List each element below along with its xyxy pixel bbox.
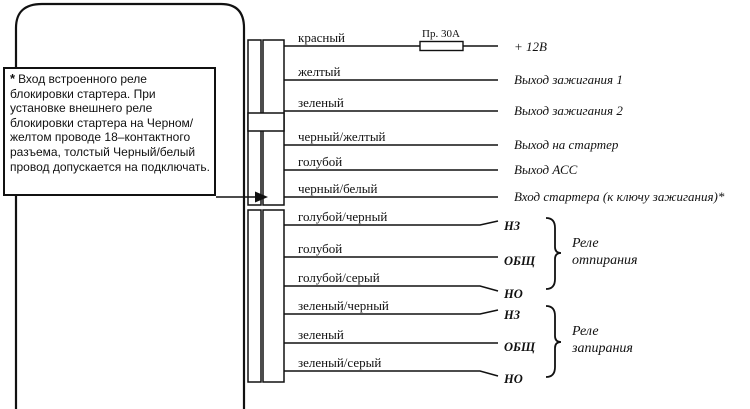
wire-12-terminal-label: НО <box>503 372 523 386</box>
note-asterisk: * <box>10 71 16 86</box>
wire-6-output-label: Вход стартера (к ключу зажигания)* <box>514 189 725 204</box>
wire-3-color-label: зеленый <box>298 95 344 110</box>
wire-9-line <box>284 285 499 292</box>
relay-1-label-line2: отпирания <box>572 253 638 268</box>
wire-8-terminal-label: ОБЩ <box>504 254 536 268</box>
fuse-rating-label: Пр. 30А <box>422 28 460 40</box>
wire-10-line <box>284 309 499 315</box>
wire-12-line <box>284 370 499 377</box>
wire-5-color-label: голубой <box>298 154 342 169</box>
note-arrow-head <box>255 191 268 203</box>
wire-10-terminal-label: НЗ <box>503 308 521 322</box>
fuse-body <box>419 40 464 52</box>
wire-8-color-label: голубой <box>298 241 342 256</box>
wire-6-color-label: черный/белый <box>298 181 378 196</box>
wire-7-color-label: голубой/черный <box>298 209 387 224</box>
wire-11-color-label: зеленый <box>298 327 344 342</box>
wire-7-line <box>284 220 499 226</box>
alarm-module-outline <box>14 2 246 409</box>
wire-5-output-label: Выход АСС <box>514 162 578 177</box>
relay-2-label-line2: запирания <box>571 341 633 356</box>
wire-1-output-label: + 12В <box>514 39 547 54</box>
relay-1-label-line1: Реле <box>571 236 599 251</box>
connector-lower-strip <box>247 209 262 383</box>
wire-7-terminal-label: НЗ <box>503 219 521 233</box>
note-text: Вход встроенного реле блокировки стартер… <box>10 72 210 174</box>
wire-9-terminal-label: НО <box>503 287 523 301</box>
wire-4-output-label: Выход на стартер <box>514 137 619 152</box>
wire-2-output-label: Выход зажигания 1 <box>514 72 623 87</box>
relay-2-label-line1: Реле <box>571 324 599 339</box>
relay-1-brace <box>545 217 562 290</box>
wire-9-color-label: голубой/серый <box>298 270 380 285</box>
starter-relay-note: *Вход встроенного реле блокировки старте… <box>3 67 216 196</box>
connector-lower-strip-right <box>262 209 285 383</box>
relay-2-brace <box>545 305 562 378</box>
wire-2-color-label: желтый <box>297 64 340 79</box>
wire-3-output-label: Выход зажигания 2 <box>514 103 623 118</box>
wire-12-color-label: зеленый/серый <box>298 355 381 370</box>
connector-latch <box>247 112 285 132</box>
wire-1-color-label: красный <box>298 30 345 45</box>
wire-10-color-label: зеленый/черный <box>298 298 389 313</box>
wire-4-color-label: черный/желтый <box>298 129 386 144</box>
wire-11-terminal-label: ОБЩ <box>504 340 536 354</box>
